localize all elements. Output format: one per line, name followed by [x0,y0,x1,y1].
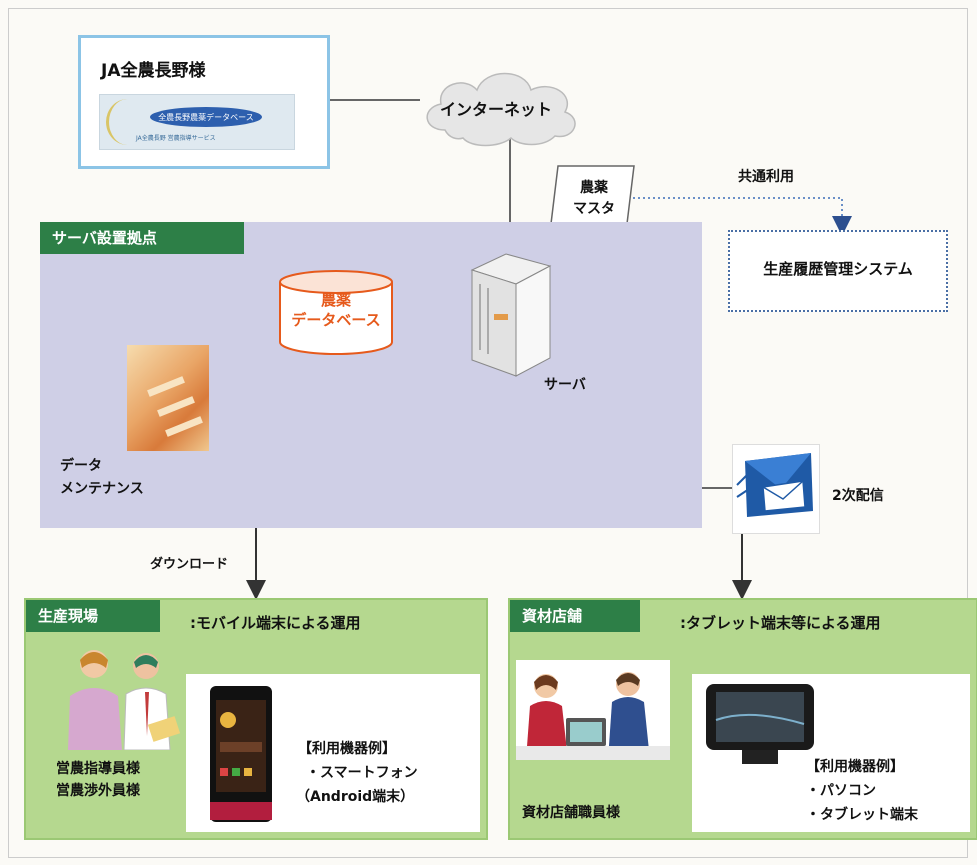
production-panel: 生産現場 :モバイル端末による運用 営農指導員様 営農渉外員様 【利用機器例】 … [24,598,488,840]
keyboard-key-icon [157,396,195,417]
common-use-label: 共通利用 [738,169,794,185]
store-device2: ・タブレット端末 [806,807,918,823]
production-people-line2: 営農渉外員様 [56,783,140,799]
line-master-history [628,197,852,236]
cloud-icon [426,72,576,147]
database-line1: 農薬 [320,291,351,309]
history-system-label: 生産履歴管理システム [763,260,913,278]
production-device2: （Android端末） [296,789,415,805]
maintenance-photo [127,345,209,451]
envelope-icon [736,453,813,517]
database-line2: データベース [291,311,381,329]
master-label: 農薬 マスタ [560,178,628,220]
store-people-illustration [516,672,670,760]
store-people-photo [516,660,670,760]
production-device1: ・スマートフォン [306,765,418,781]
production-device-box: 【利用機器例】 ・スマートフォン （Android端末） [186,674,480,832]
store-device1: ・パソコン [806,783,876,799]
production-people-line1: 営農指導員様 [56,761,140,777]
secondary-distribution-label: 2次配信 [832,488,884,504]
history-system-box: 生産履歴管理システム [728,230,948,312]
ja-box: JA全農長野様 全農長野農薬データベース JA全農長野 営農指導サービス [78,35,330,169]
ja-banner: 全農長野農薬データベース JA全農長野 営農指導サービス [99,94,295,150]
server-icon [470,253,552,377]
ja-title: JA全農長野様 [101,61,206,81]
outer-frame [8,8,968,858]
smartphone-icon [210,686,272,822]
store-panel: 資材店舗 :タブレット端末等による運用 資材店舗職員様 【利用機器例】 ・パソコ… [508,598,977,840]
maintenance-label-line2: メンテナンス [60,481,144,497]
people-illustration [68,650,181,750]
store-device-box: 【利用機器例】 ・パソコン ・タブレット端末 [692,674,970,832]
download-label: ダウンロード [150,557,229,572]
database-label: 農薬 データベース [276,290,396,330]
store-people-label: 資材店舗職員様 [522,805,620,821]
production-devices-heading: 【利用機器例】 [298,741,396,757]
ja-banner-subtext: JA全農長野 営農指導サービス [136,135,216,142]
store-title: :タブレット端末等による運用 [680,614,881,632]
maintenance-label-line1: データ [60,458,102,474]
server-label: サーバ [544,377,586,393]
internet-label: インターネット [440,100,553,119]
envelope-box [732,444,820,534]
production-title: :モバイル端末による運用 [190,614,361,632]
store-badge: 資材店舗 [510,600,640,632]
tablet-icon [706,684,814,764]
swoosh-icon [106,99,149,145]
production-people-label: 営農指導員様 営農渉外員様 [56,758,140,802]
ja-banner-oval: 全農長野農薬データベース [150,107,262,127]
server-site-badge: サーバ設置拠点 [40,222,244,254]
keyboard-key-icon [165,416,203,437]
production-badge: 生産現場 [26,600,160,632]
store-devices-heading: 【利用機器例】 [806,759,904,775]
keyboard-key-icon [147,376,185,397]
database-icon [279,270,393,355]
master-line1: 農薬 [580,180,608,196]
master-line2: マスタ [573,201,615,217]
